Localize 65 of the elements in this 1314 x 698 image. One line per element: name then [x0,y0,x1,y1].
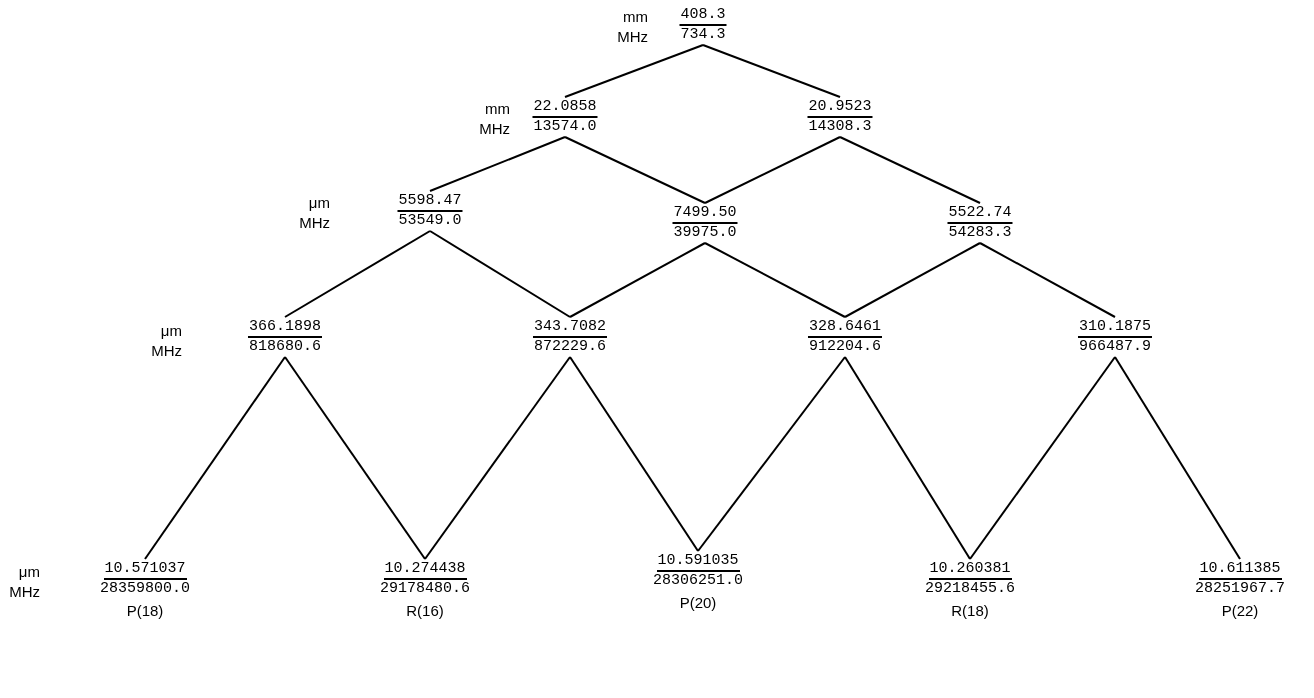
numerator-value: 20.9523 [807,98,873,118]
numerator-value: 10.611385 [1198,560,1282,580]
connector-line [704,136,841,204]
numerator-value: 328.6461 [808,318,882,338]
transition-label: P(20) [679,594,717,612]
denominator-value: 13574.0 [532,118,598,136]
numerator-value: 310.1875 [1078,318,1152,338]
denominator-value: 28306251.0 [652,572,744,590]
unit-label: μm [18,563,40,581]
connector-line [839,136,981,204]
denominator-value: 28359800.0 [99,580,191,598]
denominator-value: 872229.6 [533,338,607,356]
denominator-value: 818680.6 [248,338,322,356]
transition-label: P(22) [1221,602,1259,620]
numerator-value: 343.7082 [533,318,607,338]
transition-label: R(16) [406,602,444,620]
numerator-value: 5522.74 [947,204,1013,224]
connector-line [697,356,846,552]
unit-label: MHz [9,583,40,601]
numerator-value: 10.260381 [928,560,1012,580]
numerator-value: 408.3 [679,6,727,26]
connector-line [704,242,846,318]
numerator-value: 366.1898 [248,318,322,338]
denominator-value: 29218455.6 [924,580,1016,598]
unit-label: MHz [151,342,182,360]
denominator-value: 53549.0 [397,212,463,230]
numerator-value: 7499.50 [672,204,738,224]
unit-label: mm [485,100,510,118]
denominator-value: 912204.6 [808,338,882,356]
connector-line [969,356,1116,560]
numerator-value: 5598.47 [397,192,463,212]
connector-line [564,44,704,98]
denominator-value: 14308.3 [807,118,873,136]
transition-label: P(18) [126,602,164,620]
unit-label: MHz [479,120,510,138]
denominator-value: 966487.9 [1078,338,1152,356]
connector-line [284,230,431,318]
transition-label: R(18) [951,602,989,620]
denominator-value: 54283.3 [947,224,1013,242]
connector-line [569,356,699,552]
connector-line [1114,356,1241,560]
unit-label: μm [308,194,330,212]
connector-line [844,242,981,318]
unit-label: MHz [299,214,330,232]
unit-label: mm [623,8,648,26]
connector-line [429,136,566,192]
denominator-value: 29178480.6 [379,580,471,598]
denominator-value: 39975.0 [672,224,738,242]
connector-line [424,356,571,560]
numerator-value: 10.591035 [656,552,740,572]
denominator-value: 28251967.7 [1194,580,1286,598]
connector-line [429,230,571,318]
connector-line [979,242,1116,318]
connector-line [702,44,841,98]
unit-label: MHz [617,28,648,46]
connector-line [844,356,971,560]
numerator-value: 10.571037 [103,560,187,580]
connector-line [569,242,706,318]
connector-line [144,356,286,560]
connector-line [284,356,426,560]
unit-label: μm [160,322,182,340]
denominator-value: 734.3 [679,26,727,44]
numerator-value: 22.0858 [532,98,598,118]
numerator-value: 10.274438 [383,560,467,580]
connector-line [564,136,706,204]
